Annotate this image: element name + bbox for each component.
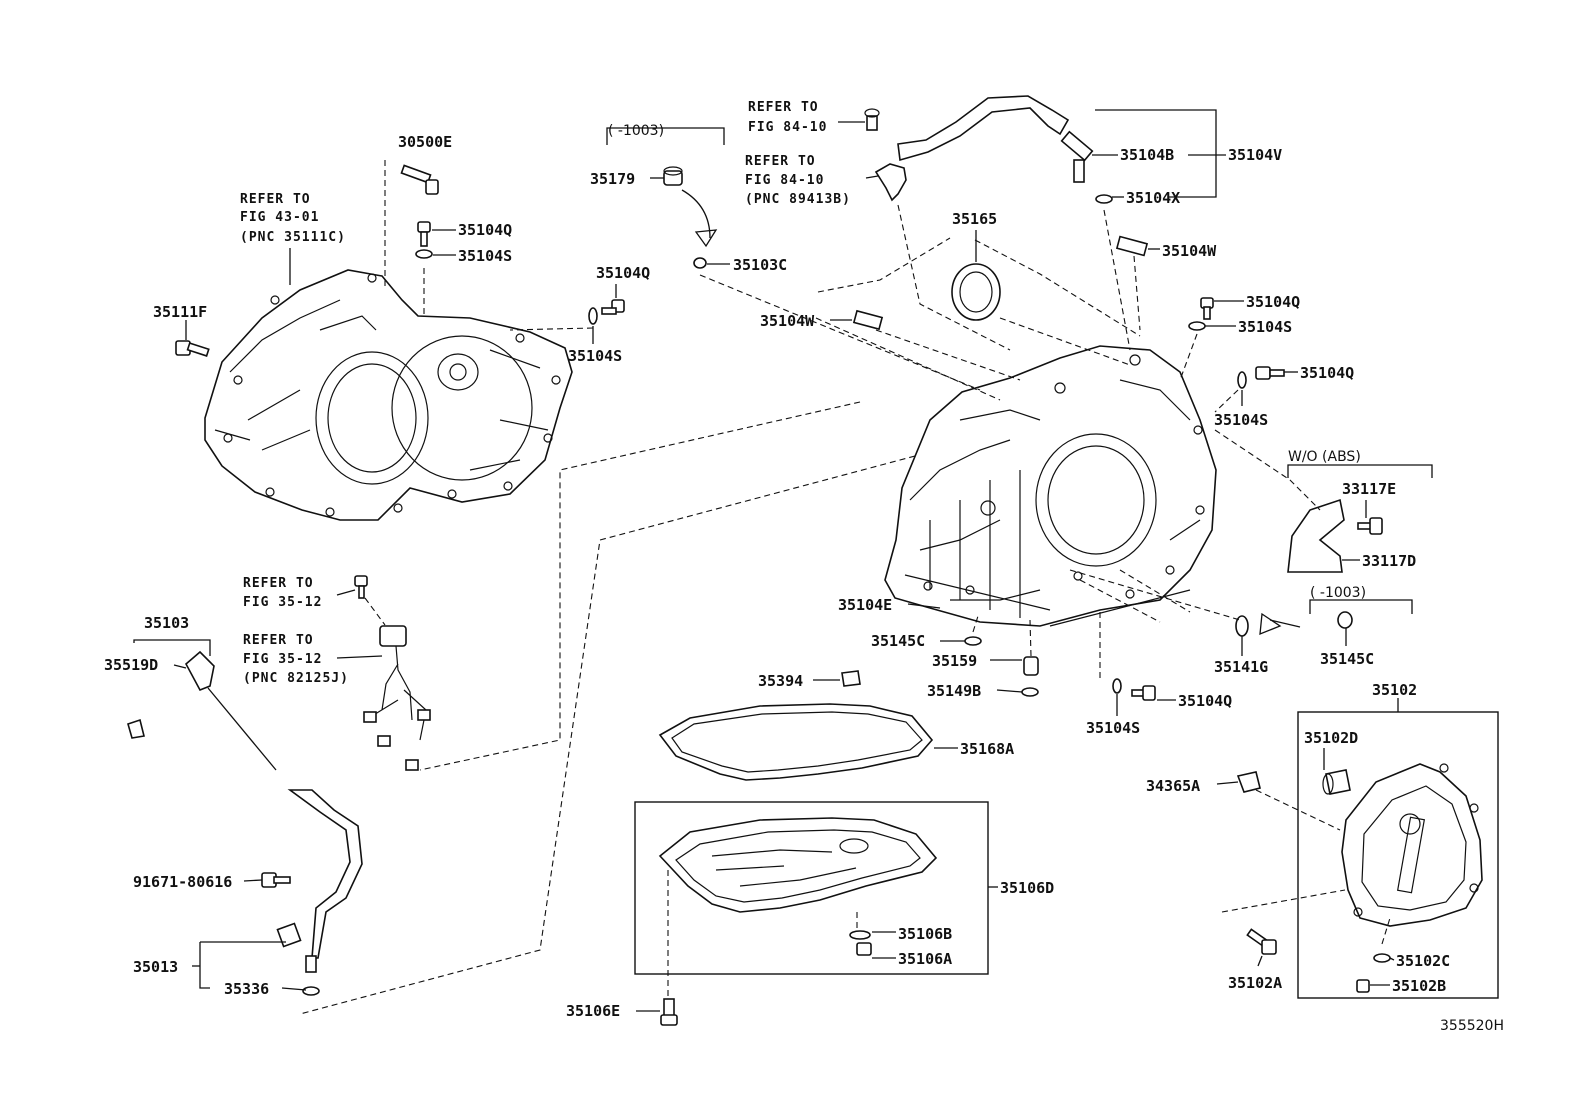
label-35111f: 35111F	[153, 303, 207, 321]
label-35106e: 35106E	[566, 1002, 620, 1020]
ref-fig3512b-line2: FIG 35-12	[243, 652, 322, 667]
ref-fig3512a-line1: REFER TO	[243, 576, 314, 591]
ref-fig8410a-line1: REFER TO	[748, 100, 819, 115]
label-35104s-b: 35104S	[568, 347, 622, 365]
label-35013: 35013	[133, 958, 178, 976]
label-35104q-e: 35104Q	[1178, 692, 1232, 710]
label-35104q-d: 35104Q	[1300, 364, 1354, 382]
oil-pan-gasket	[658, 703, 934, 781]
ref-fig4301-line1: REFER TO	[240, 192, 311, 207]
label-91671-80616: 91671-80616	[133, 873, 232, 891]
dipstick	[127, 650, 277, 771]
bracket-33117d	[1287, 498, 1345, 573]
side-cover	[1341, 763, 1483, 927]
ref-fig8410b-line1: REFER TO	[745, 154, 816, 169]
ref-fig4301-line3: (PNC 35111C)	[240, 230, 346, 245]
label-35141g: 35141G	[1214, 658, 1268, 676]
label-35179: 35179	[590, 170, 635, 188]
ref-fig3512a-line2: FIG 35-12	[243, 595, 322, 610]
label-35168a: 35168A	[960, 740, 1014, 758]
figure-code: 355520H	[1440, 1018, 1504, 1034]
label-35104b: 35104B	[1120, 146, 1174, 164]
wire-harness	[363, 625, 431, 771]
label-35104s-c: 35104S	[1238, 318, 1292, 336]
label-35165: 35165	[952, 210, 997, 228]
label-35102: 35102	[1372, 681, 1417, 699]
label-35145c-b: 35145C	[1320, 650, 1374, 668]
label-35104s-d: 35104S	[1214, 411, 1268, 429]
bracket-1003-right: ( -1003)	[1310, 585, 1366, 601]
ref-fig8410b-line2: FIG 84-10	[745, 173, 824, 188]
label-35106a: 35106A	[898, 950, 952, 968]
ref-fig3512b-line3: (PNC 82125J)	[243, 671, 349, 686]
oil-cooler-tube	[897, 95, 1094, 183]
label-35145c-a: 35145C	[871, 632, 925, 650]
label-35106d: 35106D	[1000, 879, 1054, 897]
label-35104q-b: 35104Q	[596, 264, 650, 282]
label-35106b: 35106B	[898, 925, 952, 943]
converter-housing	[204, 269, 573, 521]
label-30500e: 30500E	[398, 133, 452, 151]
pin-35104w-left	[852, 309, 884, 331]
label-35102c: 35102C	[1396, 952, 1450, 970]
bolts	[175, 164, 1383, 1026]
arrow-35179	[681, 189, 711, 239]
ref-fig4301-line2: FIG 43-01	[240, 210, 319, 225]
ref-fig8410a-line2: FIG 84-10	[748, 120, 827, 135]
leader-lines	[133, 109, 1433, 1012]
note-wo-abs: W/O (ABS)	[1288, 449, 1361, 465]
label-35159: 35159	[932, 652, 977, 670]
label-33117d: 33117D	[1362, 552, 1416, 570]
ref-fig8410b-line3: (PNC 89413B)	[745, 192, 851, 207]
oil-pan	[658, 817, 938, 913]
oil-pan-box	[634, 801, 989, 975]
label-35336: 35336	[224, 980, 269, 998]
dashed-leaders	[299, 160, 1391, 1015]
pin-35104w-top	[1115, 235, 1149, 257]
label-35102d: 35102D	[1304, 729, 1358, 747]
label-35104q-c: 35104Q	[1246, 293, 1300, 311]
label-35104w-a: 35104W	[1162, 242, 1217, 260]
speed-sensor	[864, 108, 907, 202]
label-35104e: 35104E	[838, 596, 892, 614]
ref-fig3512b-line1: REFER TO	[243, 633, 314, 648]
label-35104q-a: 35104Q	[458, 221, 512, 239]
bracket-1003-top: ( -1003)	[608, 123, 664, 139]
label-35104v: 35104V	[1228, 146, 1282, 164]
label-35104s-e: 35104S	[1086, 719, 1140, 737]
label-35519d: 35519D	[104, 656, 158, 674]
dipstick-tube	[276, 789, 363, 973]
label-35104s-a: 35104S	[458, 247, 512, 265]
label-35149b: 35149B	[927, 682, 981, 700]
bushing-35102d	[1325, 769, 1351, 795]
label-35103: 35103	[144, 614, 189, 632]
label-33117e: 33117E	[1342, 480, 1396, 498]
label-35102a: 35102A	[1228, 974, 1282, 992]
label-34365a: 34365A	[1146, 777, 1200, 795]
label-35104w-b: 35104W	[760, 312, 815, 330]
plug-35179	[663, 166, 683, 186]
label-35394: 35394	[758, 672, 803, 690]
label-35102b: 35102B	[1392, 977, 1446, 995]
label-35103c: 35103C	[733, 256, 787, 274]
label-35104x: 35104X	[1126, 189, 1180, 207]
transaxle-case	[884, 345, 1217, 627]
